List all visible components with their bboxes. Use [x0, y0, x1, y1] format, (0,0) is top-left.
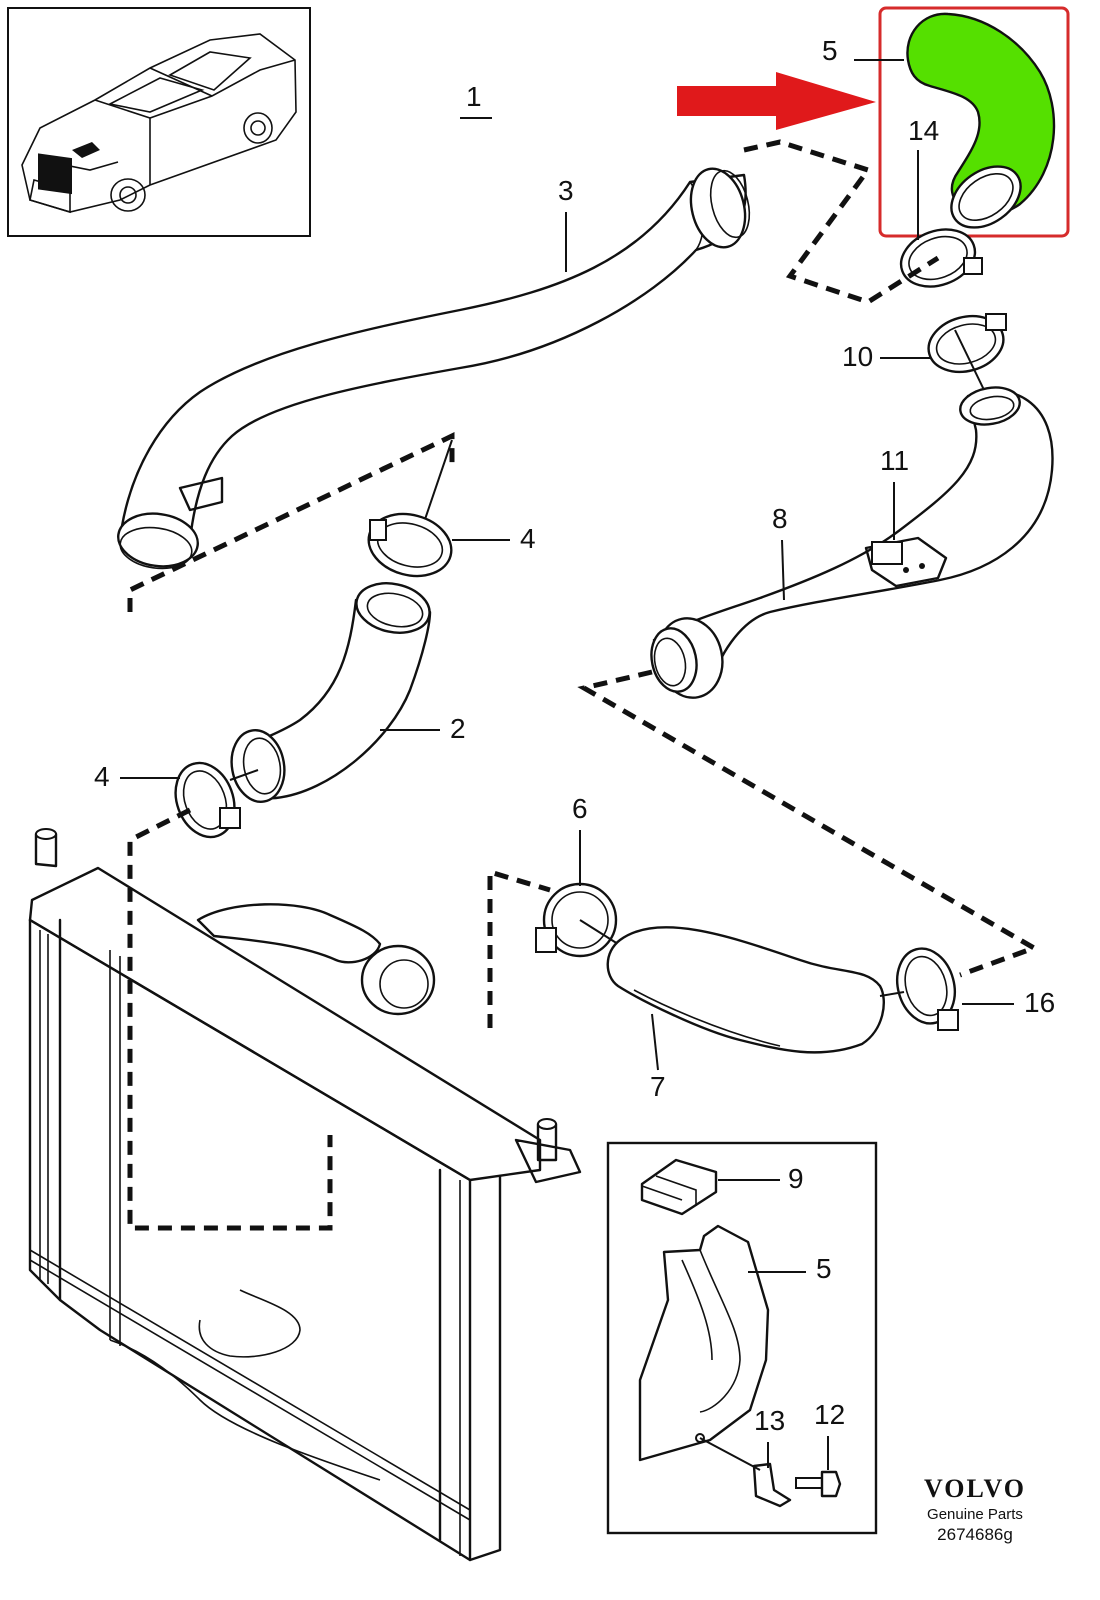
- part-8-hose: [606, 926, 885, 1054]
- callout-15: 14: [908, 115, 939, 146]
- callout-4-upper: 4: [520, 523, 536, 554]
- vehicle-inset: [7, 7, 311, 237]
- callout-5: 5: [816, 1253, 832, 1284]
- brand-subtitle: Genuine Parts: [927, 1506, 1023, 1523]
- callout-10: 9: [788, 1163, 804, 1194]
- callout-2: 2: [450, 713, 466, 744]
- part-3-hose: [117, 167, 751, 570]
- part-16-clamp: [896, 947, 959, 1031]
- diagram-part-number: 2674686g: [937, 1525, 1013, 1544]
- callout-16: 16: [1024, 987, 1055, 1018]
- callout-7: 6: [572, 793, 588, 824]
- highlight-frame: [878, 6, 1070, 238]
- radiator-assembly: [28, 828, 582, 1562]
- callout-4-lower: 4: [94, 761, 110, 792]
- callout-6: 5: [822, 35, 838, 66]
- part-4-clamp-lower: [174, 761, 241, 839]
- part-13-bolt: [795, 1470, 842, 1498]
- part-4-clamp-upper: [367, 512, 453, 578]
- callout-13: 12: [814, 1399, 845, 1430]
- callout-1: 1: [466, 81, 482, 112]
- part-14-bracket: [752, 1462, 792, 1508]
- part-2-hose: [230, 582, 432, 803]
- highlight-arrow: [677, 72, 876, 130]
- volvo-logo: VOLVO: [924, 1474, 1026, 1503]
- brand-block: VOLVO Genuine Parts 2674686g: [895, 1474, 1055, 1545]
- callout-3: 3: [558, 175, 574, 206]
- callout-14: 13: [754, 1405, 785, 1436]
- callout-11: 10: [842, 341, 873, 372]
- clips-inset: [606, 1141, 878, 1535]
- callout-9: 8: [772, 503, 788, 534]
- part-11-clamp: [927, 313, 1007, 374]
- part-7-clamp: [535, 882, 618, 958]
- callout-12: 11: [880, 445, 909, 476]
- part-9-hose: [650, 386, 1054, 699]
- part-10-clip: [640, 1158, 718, 1216]
- part-12-bracket: [864, 536, 948, 588]
- part-6-hose: [906, 12, 1056, 229]
- part-5-bracket: [638, 1224, 770, 1462]
- callout-8: 7: [650, 1071, 666, 1102]
